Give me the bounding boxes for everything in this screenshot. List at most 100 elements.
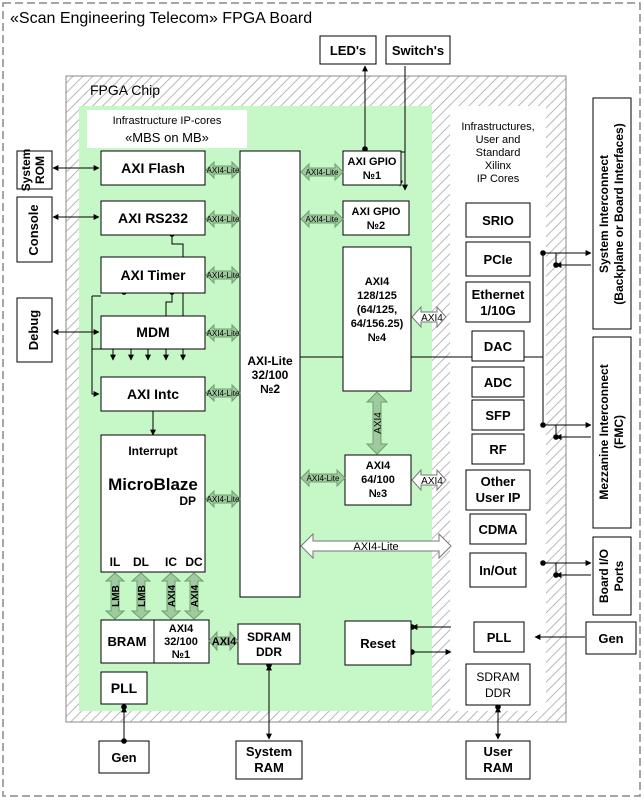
axi4-1-label-1: AXI4 [169, 623, 194, 635]
core-cdma [469, 513, 527, 545]
axi-gpio-1-label-2: №1 [363, 170, 381, 182]
switchs-box [385, 35, 451, 65]
console-label: Console [26, 204, 41, 255]
link-axi4-ic [160, 572, 182, 620]
link-axi-lite-long [300, 532, 452, 560]
debug-box [16, 297, 53, 363]
core-in-out-label: In/Out [479, 563, 517, 578]
pll-right-block [473, 621, 525, 653]
core-ethernet [465, 281, 531, 323]
axi-gpio-2-block [342, 200, 410, 236]
reset-label: Reset [360, 636, 396, 651]
system-ram-label-1: System [246, 744, 292, 759]
sdram-ddr-right-block [465, 663, 531, 706]
axi-lite-bus-label-2: 32/100 [252, 368, 289, 382]
axi-intc-block [100, 376, 206, 412]
system-rom-label-2: ROM [33, 156, 47, 184]
link-label-lmb-1: LMB [111, 585, 122, 607]
gen-right-box [585, 621, 637, 655]
core-rf-label: RF [489, 442, 506, 457]
link-label-axi-lite-long: AXI4-Lite [353, 541, 398, 553]
mbs-on-mb-label: «MBS on MB» [125, 130, 209, 145]
infra-caption: Infrastructure IP-cores [113, 115, 222, 127]
il-port-label: IL [110, 555, 121, 569]
fpga-chip-label: FPGA Chip [90, 82, 160, 98]
axi-lite-bus-label-1: AXI-Lite [247, 354, 293, 368]
link-label-axi4-dc: AXI4 [190, 584, 201, 607]
mezzanine-label-1: Mezzanine Interconnect [597, 364, 611, 499]
dp-port-label: DP [179, 494, 196, 508]
axi-gpio-1-block [342, 150, 402, 186]
dc-port-label: DC [185, 555, 203, 569]
link-axi4-3-right [411, 468, 447, 492]
gen-left-box [98, 740, 150, 774]
system-interconnect-label-1: System Interconnect [597, 155, 611, 273]
interrupt-label: Interrupt [128, 444, 177, 458]
axi4-4-label-1: AXI4 [365, 276, 390, 288]
right-panel-caption-4: Xilinx [485, 160, 512, 172]
link-label-dp: AXI4-Lite [207, 495, 240, 504]
core-cdma-label: CDMA [479, 522, 519, 537]
link-label-flash: AXI4-Lite [207, 166, 240, 175]
gen-left-label: Gen [111, 750, 136, 765]
link-axi-timer [205, 265, 241, 285]
axi-flash-label: AXI Flash [121, 160, 185, 176]
axi4-1-block [153, 619, 210, 664]
right-panel-caption-3: Standard [476, 147, 521, 159]
axi-rs232-block [100, 200, 206, 236]
link-lmb-il [104, 572, 126, 620]
mdm-block [100, 315, 206, 350]
system-rom-box [16, 150, 53, 190]
system-ram-box [235, 740, 303, 780]
sdram-left-label-2: DDR [256, 645, 282, 659]
core-ethernet-label-1: Ethernet [472, 287, 525, 302]
link-axi4-4-to-3 [365, 391, 389, 455]
core-srio-label: SRIO [482, 213, 514, 228]
link-axi-intc [205, 383, 241, 403]
ic-port-label: IC [165, 555, 177, 569]
link-label-mdm: AXI4-Lite [207, 329, 240, 338]
gen-right-label: Gen [598, 631, 623, 646]
axi-lite-links [104, 160, 389, 652]
core-rf [471, 433, 525, 465]
right-panel-caption-1: Infrastructures, [461, 121, 534, 133]
axi-gpio-2-label-1: AXI GPIO [352, 206, 401, 218]
leds-box [319, 35, 377, 65]
link-microblaze-dp [205, 489, 241, 509]
link-label-axi4-ic: AXI4 [167, 584, 178, 607]
axi4-3-label-2: 64/100 [361, 474, 395, 486]
axi-lite-bus-label-3: №2 [260, 382, 280, 396]
core-dac [471, 330, 525, 362]
debug-label: Debug [26, 310, 41, 351]
axi-intc-label: AXI Intc [127, 386, 179, 402]
link-axi4-3 [300, 468, 346, 488]
axi-timer-block [100, 256, 206, 294]
axi4-4-block [342, 246, 412, 392]
pll-left-label: PLL [111, 680, 138, 696]
microblaze-label: MicroBlaze [108, 475, 198, 494]
pll-left-block [100, 671, 148, 705]
user-ram-box [465, 740, 531, 780]
system-rom-label-1: System [19, 149, 33, 192]
axi4-4-label-5: №4 [368, 332, 387, 344]
board-title: «Scan Engineering Telecom» FPGA Board [10, 10, 312, 27]
core-ethernet-label-2: 1/10G [480, 303, 515, 318]
axi-gpio-1-label-1: AXI GPIO [348, 156, 397, 168]
link-label-gpio2: AXI4-Lite [306, 215, 339, 224]
axi4-4-label-3: (64/125, [357, 304, 397, 316]
core-dac-label: DAC [484, 339, 513, 354]
sdram-right-label-2: DDR [485, 686, 511, 700]
link-axi-flash [205, 160, 241, 180]
dl-port-label: DL [133, 555, 149, 569]
link-mdm [205, 323, 241, 343]
axi4-1-label-2: 32/100 [164, 636, 198, 648]
link-label-gpio1: AXI4-Lite [306, 168, 339, 177]
system-ram-label-2: RAM [254, 760, 284, 775]
core-other-label-1: Other [481, 474, 516, 489]
link-label-axi4-3: AXI4-Lite [307, 474, 340, 483]
link-axi-rs232 [205, 209, 241, 229]
link-label-axi4-sdram: AXI4 [212, 636, 237, 648]
mdm-label: MDM [136, 324, 169, 340]
system-interconnect-label-2: (Backplane or Board Interfaces) [612, 123, 626, 304]
